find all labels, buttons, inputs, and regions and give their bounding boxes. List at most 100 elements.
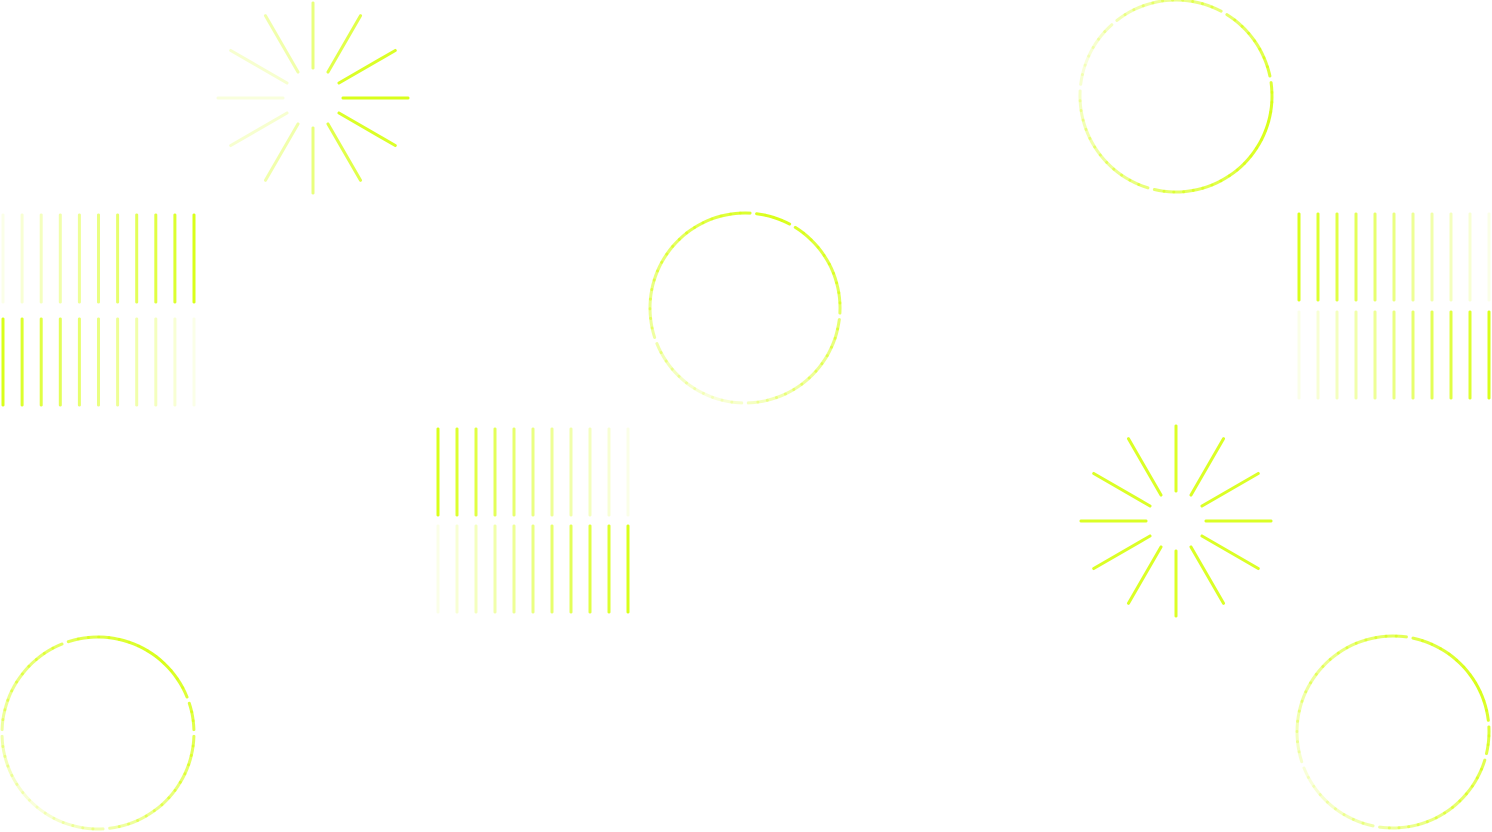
ring-arc <box>1318 793 1329 804</box>
ring-arc <box>1306 775 1316 788</box>
ring-arc <box>1093 145 1102 157</box>
ring-arc <box>0 718 5 732</box>
starburst-ray <box>1092 534 1152 570</box>
starburst-ray <box>1189 545 1225 605</box>
ring-arc <box>136 814 148 822</box>
ring-arc <box>1374 634 1388 640</box>
starburst-ray <box>264 14 300 74</box>
ring-arc <box>66 637 80 644</box>
ring-arc <box>175 677 185 690</box>
starburst-ray <box>337 111 397 147</box>
ring-arc <box>1345 641 1358 650</box>
dashed-ring-icon <box>648 211 842 405</box>
ring-arc <box>1191 0 1204 6</box>
ring-arc <box>43 811 56 820</box>
ring-arc <box>127 640 141 648</box>
ring-arc <box>649 317 654 330</box>
ring-arc <box>1364 636 1378 642</box>
starburst-ray <box>229 111 289 147</box>
ring-arc <box>693 387 705 395</box>
ring-arc <box>816 245 826 257</box>
ring-arc <box>720 398 734 404</box>
ring-arc <box>71 824 85 830</box>
ring-arc <box>1351 817 1365 825</box>
ring-arc <box>775 392 787 400</box>
ring-arc <box>1083 54 1091 67</box>
ring-arc <box>15 782 25 795</box>
ring-arc <box>756 398 769 404</box>
ring-arc <box>659 351 668 363</box>
ring-arc <box>51 642 64 650</box>
ring-arc <box>648 307 653 320</box>
ring-arc <box>1087 45 1095 58</box>
starburst-icon <box>216 1 410 195</box>
ring-arc <box>1115 13 1127 22</box>
starburst-ray <box>1127 545 1163 605</box>
ring-arc <box>650 326 657 339</box>
starburst-icon <box>1079 424 1273 618</box>
dashed-ring-icon <box>0 635 196 831</box>
ring-arc <box>1098 153 1109 164</box>
ring-arc <box>86 635 101 639</box>
ring-arc <box>1088 136 1097 149</box>
ring-arc <box>1342 813 1355 821</box>
dashed-ring-icon <box>1295 634 1491 830</box>
ring-arc <box>793 225 806 235</box>
ring-arc <box>15 672 24 684</box>
ring-arc <box>685 381 697 391</box>
ring-arc <box>1416 820 1429 827</box>
ring-arc <box>127 819 140 826</box>
ring-arc <box>730 400 744 405</box>
ring-arc <box>181 686 189 699</box>
ring-arc <box>1152 188 1166 193</box>
ring-arc <box>61 821 75 828</box>
ring-arc <box>1091 37 1101 49</box>
ring-arc <box>10 680 19 693</box>
ring-arc <box>117 822 131 829</box>
starburst-ray <box>1189 437 1225 497</box>
starburst-ray <box>1092 472 1152 508</box>
ring-arc <box>1141 1 1155 8</box>
ring-arc <box>10 774 19 786</box>
ring-arc <box>1297 699 1304 713</box>
dashed-ring-icon <box>1078 0 1274 194</box>
ring-arc <box>832 271 839 285</box>
ring-arc <box>191 719 196 732</box>
ring-arc <box>765 396 778 402</box>
ring-arc <box>1 745 7 758</box>
ring-arc <box>1097 30 1107 41</box>
ring-arc <box>783 388 796 396</box>
ring-arc <box>1325 800 1337 811</box>
ring-arc <box>1397 825 1411 830</box>
ring-arc <box>1181 0 1195 3</box>
ring-arc <box>107 636 121 641</box>
ring-arc <box>1105 160 1116 171</box>
ring-arc <box>820 354 829 366</box>
starburst-ray <box>1127 437 1163 497</box>
ring-arc <box>1103 23 1114 34</box>
ring-arc <box>76 636 90 641</box>
ring-arc <box>3 754 10 768</box>
ring-arc <box>664 359 674 371</box>
ring-arc <box>670 367 681 378</box>
ring-arc <box>1296 709 1301 723</box>
ring-arc <box>802 231 813 242</box>
ring-arc <box>807 369 818 380</box>
ring-arc <box>3 698 10 712</box>
starburst-ray <box>264 122 300 182</box>
ring-arc <box>1328 651 1340 661</box>
ring-arc <box>1210 5 1223 13</box>
starburst-ray <box>326 14 362 74</box>
ring-arc <box>0 734 5 748</box>
ring-arc <box>1312 784 1322 797</box>
ring-arc <box>1314 665 1325 676</box>
ring-arc <box>1333 807 1346 817</box>
ring-arc <box>1309 672 1318 685</box>
ring-arc <box>52 816 65 824</box>
ring-arc <box>822 253 831 266</box>
ring-arc <box>21 791 31 802</box>
ring-arc <box>809 238 820 249</box>
ring-arc <box>1354 638 1368 645</box>
ring-arc <box>1079 73 1084 86</box>
